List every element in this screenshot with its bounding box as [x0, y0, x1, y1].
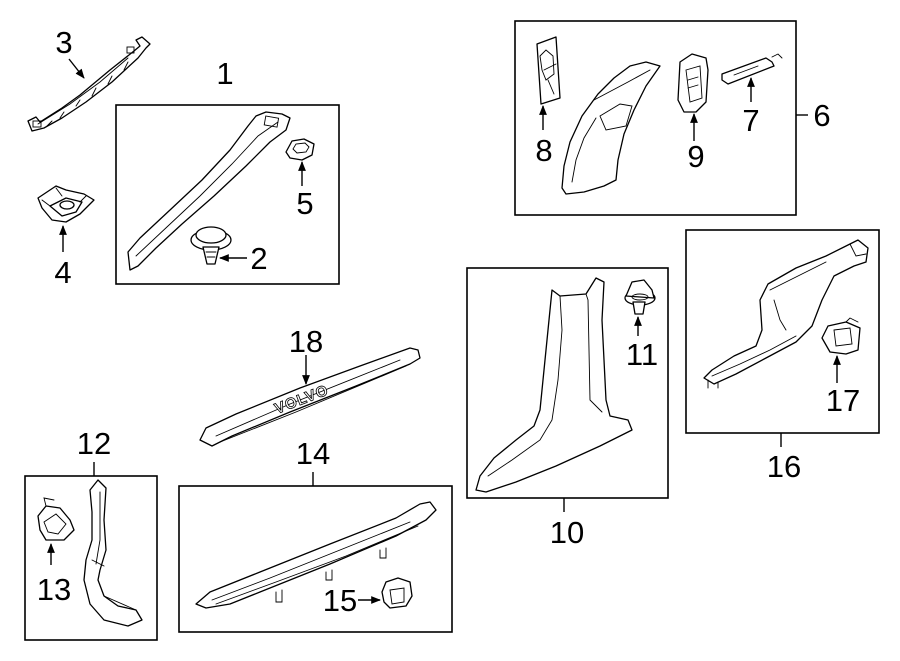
- callout-9: 9: [687, 139, 704, 174]
- callout-8: 8: [535, 133, 552, 168]
- callout-14: 14: [296, 436, 330, 471]
- callout-5: 5: [296, 186, 313, 221]
- callout-13: 13: [37, 572, 71, 607]
- part-8-clip[interactable]: [536, 36, 561, 105]
- part-13-clip[interactable]: [37, 497, 75, 541]
- callout-2: 2: [250, 241, 267, 276]
- callout-6: 6: [813, 98, 830, 133]
- part-9-handle[interactable]: [677, 53, 709, 113]
- callout-3: 3: [55, 25, 72, 60]
- callout-1: 1: [216, 56, 233, 91]
- part-5-clip[interactable]: [285, 138, 315, 161]
- group-box-14: [178, 485, 453, 633]
- part-4-clip[interactable]: [37, 185, 95, 223]
- callout-16: 16: [767, 449, 801, 484]
- part-11-push-pin[interactable]: [624, 279, 656, 315]
- part-6-pillar-trim[interactable]: [561, 61, 661, 195]
- group-box-12: [24, 475, 158, 641]
- callout-10: 10: [550, 515, 584, 550]
- part-17-clip[interactable]: [821, 317, 861, 355]
- callout-15: 15: [323, 583, 357, 618]
- callout-labels: 1 2 3 4 5 6 7 8 9 10 11 12 13 14 15 16 1…: [37, 25, 860, 618]
- callout-12: 12: [77, 426, 111, 461]
- group-box-6: [514, 20, 797, 216]
- part-16-pillar-trim[interactable]: [703, 239, 869, 389]
- callout-11: 11: [626, 337, 658, 372]
- group-box-10: [466, 267, 669, 499]
- callout-4: 4: [54, 255, 71, 290]
- part-18-sill-plate[interactable]: VOLVO: [199, 347, 421, 447]
- part-15-clip[interactable]: [381, 577, 413, 609]
- callout-18: 18: [289, 324, 323, 359]
- callout-17: 17: [826, 383, 860, 418]
- group-box-16: [685, 229, 880, 434]
- part-7-strip[interactable]: [721, 53, 783, 85]
- part-12-kick-trim[interactable]: [83, 479, 143, 627]
- part-3-bracket[interactable]: [27, 36, 151, 132]
- group-box-1: [115, 104, 340, 285]
- leader-3: [68, 58, 85, 79]
- part-14-scuff-plate[interactable]: [195, 501, 437, 609]
- part-2-push-pin[interactable]: [190, 226, 232, 265]
- part-1-pillar-trim[interactable]: [127, 111, 291, 271]
- callout-7: 7: [742, 103, 759, 138]
- part-10-pillar-trim[interactable]: [475, 277, 633, 493]
